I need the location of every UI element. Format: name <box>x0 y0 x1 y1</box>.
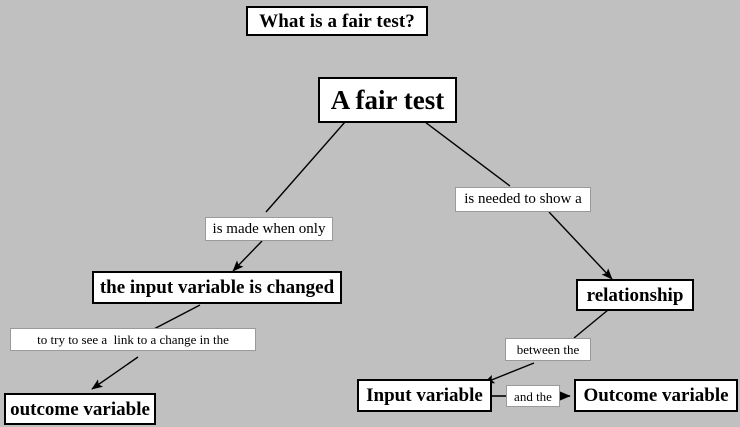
edge-is-made-when-only-to-input-changed <box>232 240 263 272</box>
link-label-to-try-to-see-a-link[interactable]: to try to see a link to a change in the <box>10 328 256 351</box>
link-label-and-the[interactable]: and the <box>506 385 560 407</box>
link-label-is-made-when-only[interactable]: is made when only <box>205 217 333 241</box>
node-outcome-variable-lower[interactable]: outcome variable <box>4 393 156 425</box>
edge-root-to-is-made-when-only <box>265 121 346 213</box>
edge-is-needed-to-show-a-to-relationship <box>548 211 613 280</box>
edge-relationship-to-between-the <box>573 309 609 339</box>
link-label-between-the[interactable]: between the <box>505 338 591 361</box>
link-label-is-needed-to-show-a[interactable]: is needed to show a <box>455 187 591 212</box>
edge-input-changed-to-try-to-see <box>151 304 201 331</box>
node-a-fair-test[interactable]: A fair test <box>318 77 457 123</box>
node-input-variable[interactable]: Input variable <box>357 379 492 412</box>
page-title: What is a fair test? <box>246 6 428 36</box>
edge-try-to-see-to-outcome-variable <box>91 356 139 390</box>
node-outcome-variable[interactable]: Outcome variable <box>574 379 738 412</box>
edge-root-to-is-needed-to-show-a <box>424 121 511 187</box>
node-the-input-variable-is-changed[interactable]: the input variable is changed <box>92 271 342 304</box>
node-relationship[interactable]: relationship <box>576 279 694 311</box>
